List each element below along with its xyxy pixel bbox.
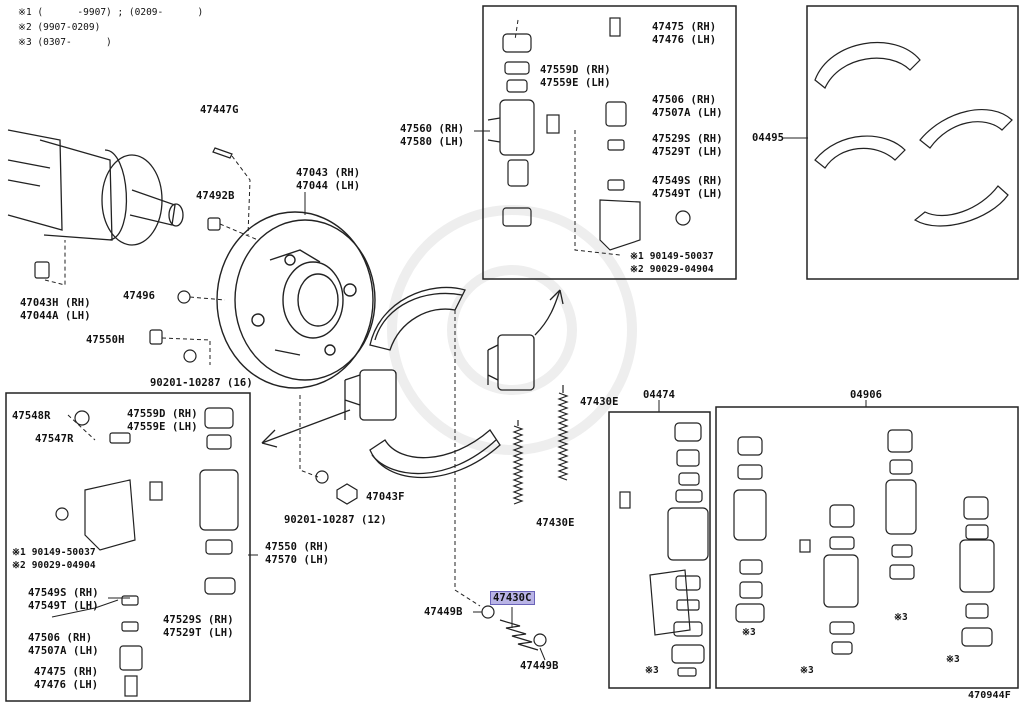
part-47043f[interactable]: 47043F bbox=[366, 491, 405, 503]
shoe-set-parts bbox=[814, 41, 1013, 227]
part-47507a-lh-top[interactable]: 47507A (LH) bbox=[652, 107, 723, 119]
part-47476-lh-top[interactable]: 47476 (LH) bbox=[652, 34, 717, 46]
part-47506-rh-top[interactable]: 47506 (RH) bbox=[652, 94, 717, 106]
part-47430e-top[interactable]: 47430E bbox=[580, 396, 619, 408]
kit-04906-box bbox=[715, 406, 1019, 689]
direction-arrows bbox=[261, 289, 564, 448]
part-47492b[interactable]: 47492B bbox=[196, 190, 235, 202]
part-47529s-rh-left[interactable]: 47529S (RH) bbox=[163, 614, 234, 626]
brake-shoe-lower bbox=[369, 429, 501, 479]
kit-04906-note-mark-2: ※3 bbox=[800, 665, 814, 676]
part-47449b-right[interactable]: 47449B bbox=[520, 660, 559, 672]
part-47529t-lh-left[interactable]: 47529T (LH) bbox=[163, 627, 234, 639]
part-47447g[interactable]: 47447G bbox=[200, 104, 239, 116]
part-47549s-rh-left[interactable]: 47549S (RH) bbox=[28, 587, 99, 599]
part-47580-lh[interactable]: 47580 (LH) bbox=[400, 136, 465, 148]
leader-lines bbox=[44, 19, 621, 607]
part-47570-lh[interactable]: 47570 (LH) bbox=[265, 554, 330, 566]
part-47043h-rh[interactable]: 47043H (RH) bbox=[20, 297, 91, 309]
solid-leaders bbox=[51, 130, 867, 661]
note-1: ※1 ( -9907) ; (0209- ) bbox=[18, 7, 204, 18]
kit-04906-parts bbox=[733, 429, 995, 655]
part-90201-12[interactable]: 90201-10287 (12) bbox=[284, 514, 387, 526]
part-04495[interactable]: 04495 bbox=[752, 132, 785, 144]
kit-04906-title[interactable]: 04906 bbox=[850, 389, 883, 401]
part-47475-rh-top[interactable]: 47475 (RH) bbox=[652, 21, 717, 33]
left-box-parts bbox=[55, 407, 239, 697]
kit-04474-title[interactable]: 04474 bbox=[643, 389, 676, 401]
part-47549s-rh-top[interactable]: 47549S (RH) bbox=[652, 175, 723, 187]
part-47559d-rh-left[interactable]: 47559D (RH) bbox=[127, 408, 198, 420]
left-cylinder-box bbox=[5, 392, 251, 702]
part-47550h[interactable]: 47550H bbox=[86, 334, 125, 346]
part-47475-rh-left[interactable]: 47475 (RH) bbox=[34, 666, 99, 678]
part-47547r[interactable]: 47547R bbox=[35, 433, 74, 445]
note-2: ※2 (9907-0209) bbox=[18, 22, 101, 33]
part-90201-16[interactable]: 90201-10287 (16) bbox=[150, 377, 253, 389]
part-47550-rh[interactable]: 47550 (RH) bbox=[265, 541, 330, 553]
part-47044-lh[interactable]: 47044 (LH) bbox=[296, 180, 361, 192]
part-47559d-rh-top[interactable]: 47559D (RH) bbox=[540, 64, 611, 76]
part-47496[interactable]: 47496 bbox=[123, 290, 156, 302]
part-47449b-left[interactable]: 47449B bbox=[424, 606, 463, 618]
part-47560-rh[interactable]: 47560 (RH) bbox=[400, 123, 465, 135]
note-3: ※3 (0307- ) bbox=[18, 37, 112, 48]
top-cylinder-box bbox=[482, 5, 737, 280]
part-47559e-lh-left[interactable]: 47559E (LH) bbox=[127, 421, 198, 433]
watermark-emblem bbox=[387, 205, 637, 455]
part-47044a-lh[interactable]: 47044A (LH) bbox=[20, 310, 91, 322]
part-47549t-lh-top[interactable]: 47549T (LH) bbox=[652, 188, 723, 200]
kit-04906-note-mark-4: ※3 bbox=[946, 654, 960, 665]
springs bbox=[481, 385, 569, 651]
part-47043-rh[interactable]: 47043 (RH) bbox=[296, 167, 361, 179]
part-47559e-lh-top[interactable]: 47559E (LH) bbox=[540, 77, 611, 89]
part-47476-lh-left[interactable]: 47476 (LH) bbox=[34, 679, 99, 691]
kit-04906-note-mark-3: ※3 bbox=[894, 612, 908, 623]
part-90029-04904-top[interactable]: ※2 90029-04904 bbox=[630, 264, 714, 275]
part-47507a-lh-left[interactable]: 47507A (LH) bbox=[28, 645, 99, 657]
part-47430c-highlighted[interactable]: 47430C bbox=[490, 591, 535, 605]
part-47549t-lh-left[interactable]: 47549T (LH) bbox=[28, 600, 99, 612]
brake-shoes-box bbox=[806, 5, 1019, 280]
drawing-number: 470944F bbox=[968, 690, 1011, 701]
kit-04474-box bbox=[608, 411, 711, 689]
part-47529t-lh-top[interactable]: 47529T (LH) bbox=[652, 146, 723, 158]
wheel-cylinder-left bbox=[344, 369, 397, 421]
part-90149-50037-left[interactable]: ※1 90149-50037 bbox=[12, 547, 96, 558]
part-47430e-bottom[interactable]: 47430E bbox=[536, 517, 575, 529]
top-box-parts bbox=[487, 17, 691, 251]
kit-04474-parts bbox=[619, 422, 709, 677]
part-47548r[interactable]: 47548R bbox=[12, 410, 51, 422]
part-47529s-rh-top[interactable]: 47529S (RH) bbox=[652, 133, 723, 145]
wheel-cylinder-right bbox=[487, 334, 535, 391]
kit-04474-note-mark: ※3 bbox=[645, 665, 659, 676]
axle-housing bbox=[7, 129, 184, 246]
part-47506-rh-left[interactable]: 47506 (RH) bbox=[28, 632, 93, 644]
part-90149-50037-top[interactable]: ※1 90149-50037 bbox=[630, 251, 714, 262]
part-90029-04904-left[interactable]: ※2 90029-04904 bbox=[12, 560, 96, 571]
brake-shoe-upper bbox=[369, 286, 466, 351]
fasteners bbox=[34, 147, 358, 505]
kit-04906-note-mark-1: ※3 bbox=[742, 627, 756, 638]
backing-plate bbox=[216, 211, 376, 389]
